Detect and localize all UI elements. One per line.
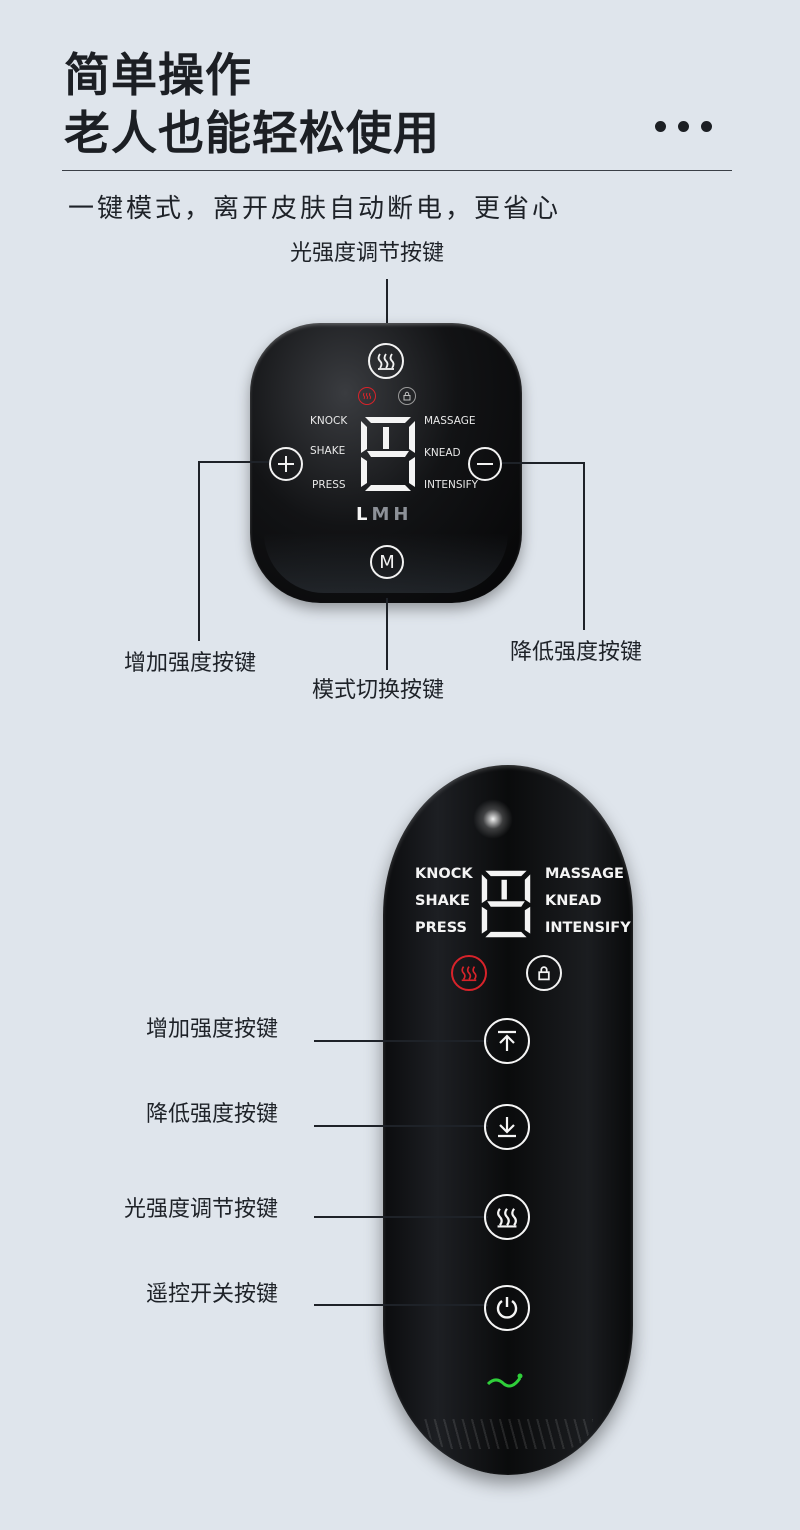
mode-key-label: M [379,551,395,573]
status-led-icon [486,1373,523,1388]
mode-knock: KNOCK [310,415,348,427]
page-title-line2: 老人也能轻松使用 [64,106,440,160]
mode-intensify: INTENSIFY [545,920,631,936]
leader-line-decrease-h [502,462,584,464]
leader-line-decrease-2 [314,1125,488,1127]
label-mode-button: 模式切换按键 [312,678,445,703]
heat-icon [377,353,395,370]
heat-indicator [451,955,487,991]
mode-switch-button[interactable]: M [370,545,404,579]
decrease-intensity-button[interactable] [484,1104,530,1150]
minus-icon [477,463,493,465]
leader-line-increase-v [198,461,200,641]
heat-small-icon [363,392,371,400]
arrow-up-to-line-icon [498,1030,516,1051]
page-subtitle: 一键模式，离开皮肤自动断电，更省心 [68,194,562,224]
vent-grille [423,1419,593,1449]
label-light-button-2: 光强度调节按键 [124,1197,279,1222]
label-decrease-button-2: 降低强度按键 [146,1102,279,1127]
lock-icon [403,391,411,401]
increase-intensity-button[interactable] [484,1018,530,1064]
level-mid: M [371,504,394,525]
page-title-line1: 简单操作 [64,48,252,102]
leader-line-power [314,1304,488,1306]
label-light-button-top: 光强度调节按键 [290,241,445,266]
arrow-down-to-line-icon [498,1117,516,1138]
power-icon [496,1297,518,1319]
decrease-intensity-button[interactable] [468,447,502,481]
light-intensity-button[interactable] [484,1194,530,1240]
leader-line-light [386,279,388,343]
level-high: H [393,504,413,525]
mode-press: PRESS [312,479,346,491]
label-decrease-button: 降低强度按键 [510,640,643,665]
mode-knead: KNEAD [545,893,602,909]
heat-indicator [358,387,376,405]
mode-intensify: INTENSIFY [424,479,479,491]
lock-indicator [526,955,562,991]
glare-highlight [473,799,513,839]
mode-shake: SHAKE [415,893,470,909]
header-divider [62,170,732,171]
level-indicator: LMH [356,504,412,525]
seven-segment-display [481,870,531,938]
square-remote-device: KNOCK SHAKE PRESS MASSAGE KNEAD INTENSIF… [250,323,522,603]
light-intensity-button[interactable] [368,343,404,379]
level-low: L [356,504,372,525]
mode-knead: KNEAD [424,447,461,459]
mode-massage: MASSAGE [424,415,476,427]
power-button[interactable] [484,1285,530,1331]
lock-indicator [398,387,416,405]
label-power-button: 遥控开关按键 [146,1282,279,1307]
lock-icon [538,966,550,981]
leader-line-increase-2 [314,1040,488,1042]
leader-line-decrease-v [583,462,585,630]
increase-intensity-button[interactable] [269,447,303,481]
leader-line-increase-h [199,461,269,463]
heat-icon [461,966,477,982]
tall-remote-device: KNOCK SHAKE PRESS MASSAGE KNEAD INTENSIF… [383,765,633,1475]
leader-line-light-2 [314,1216,488,1218]
more-dots-icon [655,121,712,132]
mode-shake: SHAKE [310,445,346,457]
mode-massage: MASSAGE [545,866,624,882]
mode-knock: KNOCK [415,866,473,882]
label-increase-button: 增加强度按键 [124,651,257,676]
mode-press: PRESS [415,920,467,936]
plus-icon [278,456,294,472]
label-increase-button-2: 增加强度按键 [146,1017,279,1042]
leader-line-mode [386,598,388,670]
seven-segment-display [361,417,415,491]
heat-icon [497,1208,517,1228]
